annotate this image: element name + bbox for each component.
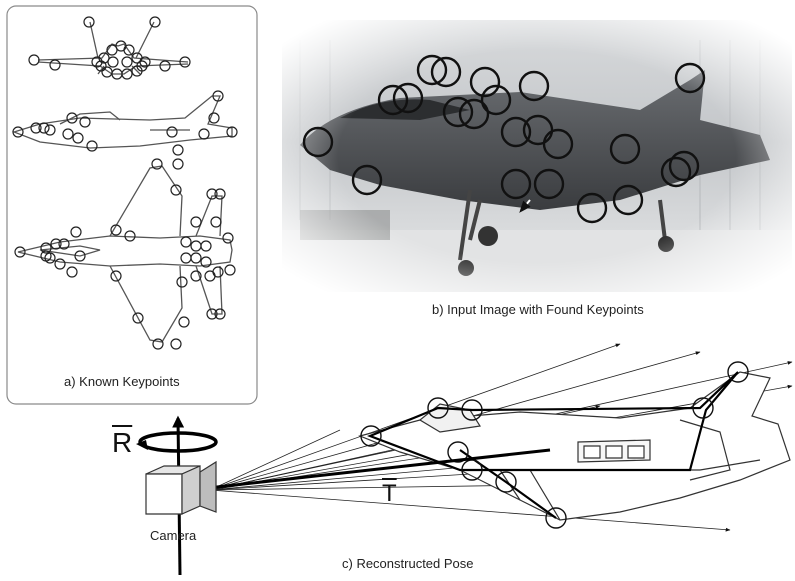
- panel-a-caption: a) Known Keypoints: [64, 374, 180, 389]
- rotation-arrow-icon: [136, 433, 216, 451]
- camera-label: Camera: [150, 528, 196, 543]
- panel-a-known-keypoints: [7, 6, 257, 404]
- translation-symbol: T: [382, 480, 397, 508]
- camera-icon: [146, 462, 216, 514]
- panel-b-caption: b) Input Image with Found Keypoints: [432, 302, 644, 317]
- aircraft-wireframe-drawing: [360, 372, 790, 520]
- panel-c-caption: c) Reconstructed Pose: [342, 556, 474, 571]
- rotation-symbol: R: [112, 427, 132, 459]
- panel-b-input-image: [282, 20, 792, 292]
